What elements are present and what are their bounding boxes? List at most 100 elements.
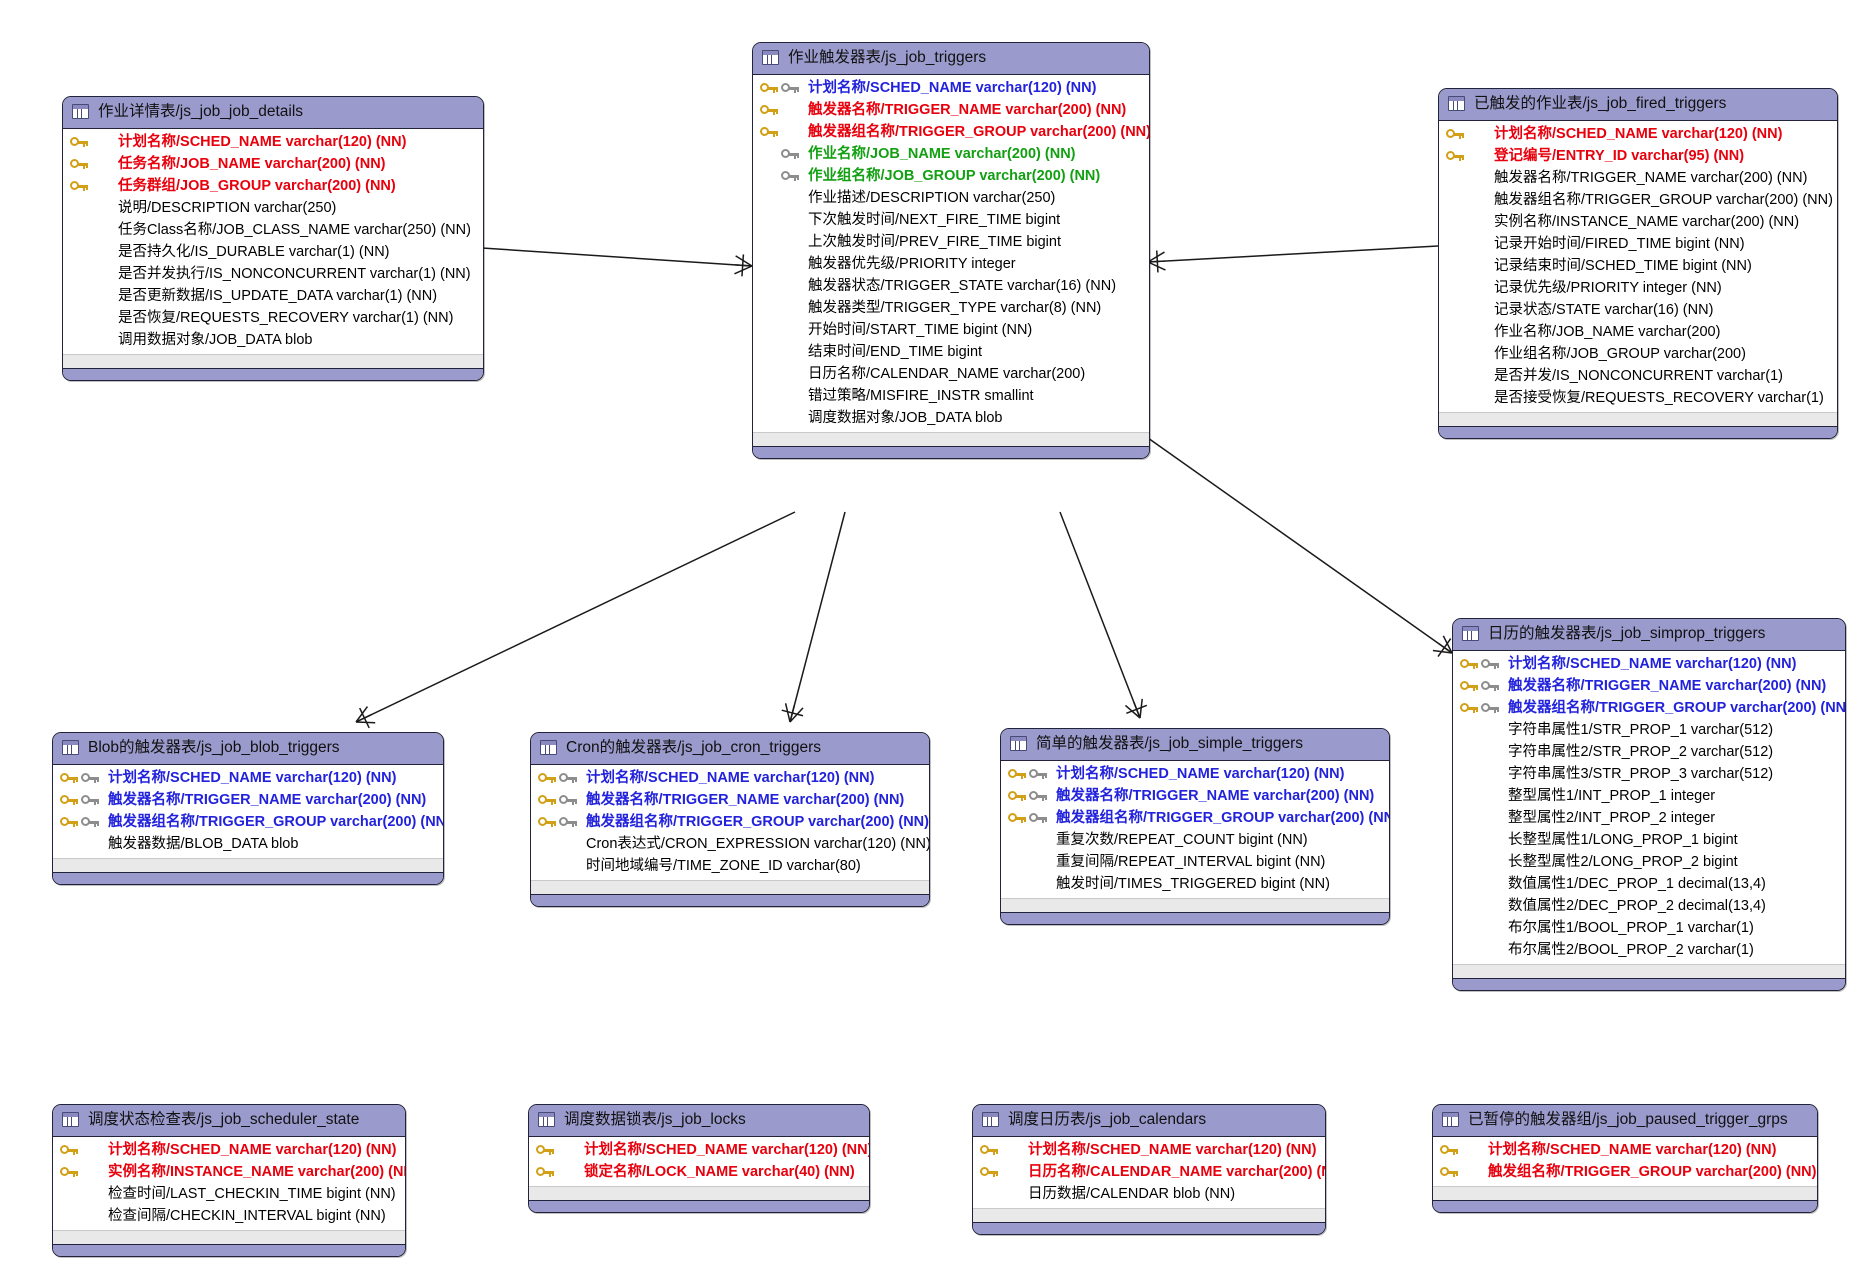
column-row[interactable]: 重复次数/REPEAT_COUNT bigint (NN) — [1001, 830, 1389, 852]
entity-header-scheduler_state[interactable]: 调度状态检查表/js_job_scheduler_state — [53, 1105, 405, 1137]
entity-header-blob_triggers[interactable]: Blob的触发器表/js_job_blob_triggers — [53, 733, 443, 765]
column-row[interactable]: 重复间隔/REPEAT_INTERVAL bigint (NN) — [1001, 852, 1389, 874]
column-row[interactable]: 登记编号/ENTRY_ID varchar(95) (NN) — [1439, 146, 1837, 168]
column-row[interactable]: 调用数据对象/JOB_DATA blob — [63, 330, 483, 352]
column-row[interactable]: 计划名称/SCHED_NAME varchar(120) (NN) — [53, 1140, 405, 1162]
column-row[interactable]: 触发器组名称/TRIGGER_GROUP varchar(200) (NN) — [753, 122, 1149, 144]
column-row[interactable]: 触发器组名称/TRIGGER_GROUP varchar(200) (NN) — [531, 812, 929, 834]
entity-paused_trigger_grps[interactable]: 已暂停的触发器组/js_job_paused_trigger_grps 计划名称/… — [1432, 1104, 1818, 1213]
entity-header-job_details[interactable]: 作业详情表/js_job_job_details — [63, 97, 483, 129]
column-row[interactable]: 触发器优先级/PRIORITY integer — [753, 254, 1149, 276]
column-row[interactable]: 作业名称/JOB_NAME varchar(200) (NN) — [753, 144, 1149, 166]
column-row[interactable]: 记录优先级/PRIORITY integer (NN) — [1439, 278, 1837, 300]
entity-header-paused_trigger_grps[interactable]: 已暂停的触发器组/js_job_paused_trigger_grps — [1433, 1105, 1817, 1137]
entity-header-simprop_triggers[interactable]: 日历的触发器表/js_job_simprop_triggers — [1453, 619, 1845, 651]
column-row[interactable]: 记录状态/STATE varchar(16) (NN) — [1439, 300, 1837, 322]
column-row[interactable]: 长整型属性2/LONG_PROP_2 bigint — [1453, 852, 1845, 874]
column-row[interactable]: 触发器名称/TRIGGER_NAME varchar(200) (NN) — [1439, 168, 1837, 190]
entity-header-simple_triggers[interactable]: 简单的触发器表/js_job_simple_triggers — [1001, 729, 1389, 761]
column-row[interactable]: 计划名称/SCHED_NAME varchar(120) (NN) — [529, 1140, 869, 1162]
column-row[interactable]: Cron表达式/CRON_EXPRESSION varchar(120) (NN… — [531, 834, 929, 856]
column-row[interactable]: 数值属性1/DEC_PROP_1 decimal(13,4) — [1453, 874, 1845, 896]
column-row[interactable]: 长整型属性1/LONG_PROP_1 bigint — [1453, 830, 1845, 852]
entity-header-locks[interactable]: 调度数据锁表/js_job_locks — [529, 1105, 869, 1137]
column-row[interactable]: 检查间隔/CHECKIN_INTERVAL bigint (NN) — [53, 1206, 405, 1228]
column-row[interactable]: 触发器名称/TRIGGER_NAME varchar(200) (NN) — [53, 790, 443, 812]
column-row[interactable]: 触发组名称/TRIGGER_GROUP varchar(200) (NN) — [1433, 1162, 1817, 1184]
column-row[interactable]: 整型属性1/INT_PROP_1 integer — [1453, 786, 1845, 808]
entity-header-job_triggers[interactable]: 作业触发器表/js_job_triggers — [753, 43, 1149, 75]
column-row[interactable]: 字符串属性3/STR_PROP_3 varchar(512) — [1453, 764, 1845, 786]
entity-header-fired_triggers[interactable]: 已触发的作业表/js_job_fired_triggers — [1439, 89, 1837, 121]
column-row[interactable]: 计划名称/SCHED_NAME varchar(120) (NN) — [1453, 654, 1845, 676]
column-row[interactable]: 作业名称/JOB_NAME varchar(200) — [1439, 322, 1837, 344]
column-row[interactable]: 错过策略/MISFIRE_INSTR smallint — [753, 386, 1149, 408]
column-row[interactable]: 任务群组/JOB_GROUP varchar(200) (NN) — [63, 176, 483, 198]
column-row[interactable]: 时间地域编号/TIME_ZONE_ID varchar(80) — [531, 856, 929, 878]
column-row[interactable]: 结束时间/END_TIME bigint — [753, 342, 1149, 364]
column-row[interactable]: 作业组名称/JOB_GROUP varchar(200) (NN) — [753, 166, 1149, 188]
column-row[interactable]: 计划名称/SCHED_NAME varchar(120) (NN) — [973, 1140, 1325, 1162]
column-row[interactable]: 是否恢复/REQUESTS_RECOVERY varchar(1) (NN) — [63, 308, 483, 330]
column-row[interactable]: 计划名称/SCHED_NAME varchar(120) (NN) — [531, 768, 929, 790]
column-row[interactable]: 记录结束时间/SCHED_TIME bigint (NN) — [1439, 256, 1837, 278]
column-row[interactable]: 日历名称/CALENDAR_NAME varchar(200) — [753, 364, 1149, 386]
column-row[interactable]: 触发器组名称/TRIGGER_GROUP varchar(200) (NN) — [1453, 698, 1845, 720]
entity-fired_triggers[interactable]: 已触发的作业表/js_job_fired_triggers 计划名称/SCHED_… — [1438, 88, 1838, 439]
entity-calendars[interactable]: 调度日历表/js_job_calendars 计划名称/SCHED_NAME va… — [972, 1104, 1326, 1235]
column-row[interactable]: 触发器类型/TRIGGER_TYPE varchar(8) (NN) — [753, 298, 1149, 320]
entity-job_triggers[interactable]: 作业触发器表/js_job_triggers 计划名称/SCHED_NAME va… — [752, 42, 1150, 459]
column-row[interactable]: 上次触发时间/PREV_FIRE_TIME bigint — [753, 232, 1149, 254]
column-row[interactable]: 是否持久化/IS_DURABLE varchar(1) (NN) — [63, 242, 483, 264]
entity-cron_triggers[interactable]: Cron的触发器表/js_job_cron_triggers 计划名称/SCHED… — [530, 732, 930, 907]
column-row[interactable]: 字符串属性2/STR_PROP_2 varchar(512) — [1453, 742, 1845, 764]
entity-scheduler_state[interactable]: 调度状态检查表/js_job_scheduler_state 计划名称/SCHED… — [52, 1104, 406, 1257]
column-row[interactable]: 说明/DESCRIPTION varchar(250) — [63, 198, 483, 220]
column-row[interactable]: 开始时间/START_TIME bigint (NN) — [753, 320, 1149, 342]
entity-job_details[interactable]: 作业详情表/js_job_job_details 计划名称/SCHED_NAME … — [62, 96, 484, 381]
column-row[interactable]: 实例名称/INSTANCE_NAME varchar(200) (NN) — [1439, 212, 1837, 234]
column-row[interactable]: 检查时间/LAST_CHECKIN_TIME bigint (NN) — [53, 1184, 405, 1206]
column-row[interactable]: 触发器组名称/TRIGGER_GROUP varchar(200) (NN) — [1001, 808, 1389, 830]
column-row[interactable]: 触发时间/TIMES_TRIGGERED bigint (NN) — [1001, 874, 1389, 896]
column-row[interactable]: 字符串属性1/STR_PROP_1 varchar(512) — [1453, 720, 1845, 742]
column-row[interactable]: 计划名称/SCHED_NAME varchar(120) (NN) — [1001, 764, 1389, 786]
column-row[interactable]: 是否并发/IS_NONCONCURRENT varchar(1) — [1439, 366, 1837, 388]
column-row[interactable]: 触发器数据/BLOB_DATA blob — [53, 834, 443, 856]
column-row[interactable]: 下次触发时间/NEXT_FIRE_TIME bigint — [753, 210, 1149, 232]
column-row[interactable]: 调度数据对象/JOB_DATA blob — [753, 408, 1149, 430]
column-row[interactable]: 记录开始时间/FIRED_TIME bigint (NN) — [1439, 234, 1837, 256]
column-row[interactable]: 计划名称/SCHED_NAME varchar(120) (NN) — [63, 132, 483, 154]
entity-locks[interactable]: 调度数据锁表/js_job_locks 计划名称/SCHED_NAME varch… — [528, 1104, 870, 1213]
column-row[interactable]: 作业描述/DESCRIPTION varchar(250) — [753, 188, 1149, 210]
column-row[interactable]: 是否接受恢复/REQUESTS_RECOVERY varchar(1) — [1439, 388, 1837, 410]
column-row[interactable]: 计划名称/SCHED_NAME varchar(120) (NN) — [53, 768, 443, 790]
column-row[interactable]: 计划名称/SCHED_NAME varchar(120) (NN) — [1433, 1140, 1817, 1162]
entity-header-calendars[interactable]: 调度日历表/js_job_calendars — [973, 1105, 1325, 1137]
column-row[interactable]: 是否更新数据/IS_UPDATE_DATA varchar(1) (NN) — [63, 286, 483, 308]
column-row[interactable]: 日历数据/CALENDAR blob (NN) — [973, 1184, 1325, 1206]
column-row[interactable]: 触发器名称/TRIGGER_NAME varchar(200) (NN) — [531, 790, 929, 812]
column-row[interactable]: 布尔属性2/BOOL_PROP_2 varchar(1) — [1453, 940, 1845, 962]
column-row[interactable]: 实例名称/INSTANCE_NAME varchar(200) (NN) — [53, 1162, 405, 1184]
column-row[interactable]: 作业组名称/JOB_GROUP varchar(200) — [1439, 344, 1837, 366]
entity-simple_triggers[interactable]: 简单的触发器表/js_job_simple_triggers 计划名称/SCHED… — [1000, 728, 1390, 925]
column-row[interactable]: 数值属性2/DEC_PROP_2 decimal(13,4) — [1453, 896, 1845, 918]
column-row[interactable]: 整型属性2/INT_PROP_2 integer — [1453, 808, 1845, 830]
column-row[interactable]: 是否并发执行/IS_NONCONCURRENT varchar(1) (NN) — [63, 264, 483, 286]
column-row[interactable]: 任务Class名称/JOB_CLASS_NAME varchar(250) (N… — [63, 220, 483, 242]
column-row[interactable]: 计划名称/SCHED_NAME varchar(120) (NN) — [1439, 124, 1837, 146]
column-row[interactable]: 锁定名称/LOCK_NAME varchar(40) (NN) — [529, 1162, 869, 1184]
column-row[interactable]: 触发器组名称/TRIGGER_GROUP varchar(200) (NN) — [53, 812, 443, 834]
entity-simprop_triggers[interactable]: 日历的触发器表/js_job_simprop_triggers 计划名称/SCHE… — [1452, 618, 1846, 991]
entity-header-cron_triggers[interactable]: Cron的触发器表/js_job_cron_triggers — [531, 733, 929, 765]
column-row[interactable]: 日历名称/CALENDAR_NAME varchar(200) (NN) — [973, 1162, 1325, 1184]
column-row[interactable]: 布尔属性1/BOOL_PROP_1 varchar(1) — [1453, 918, 1845, 940]
column-row[interactable]: 触发器名称/TRIGGER_NAME varchar(200) (NN) — [1453, 676, 1845, 698]
column-row[interactable]: 触发器组名称/TRIGGER_GROUP varchar(200) (NN) — [1439, 190, 1837, 212]
column-row[interactable]: 计划名称/SCHED_NAME varchar(120) (NN) — [753, 78, 1149, 100]
column-row[interactable]: 触发器状态/TRIGGER_STATE varchar(16) (NN) — [753, 276, 1149, 298]
column-row[interactable]: 触发器名称/TRIGGER_NAME varchar(200) (NN) — [1001, 786, 1389, 808]
column-row[interactable]: 触发器名称/TRIGGER_NAME varchar(200) (NN) — [753, 100, 1149, 122]
entity-blob_triggers[interactable]: Blob的触发器表/js_job_blob_triggers 计划名称/SCHED… — [52, 732, 444, 885]
